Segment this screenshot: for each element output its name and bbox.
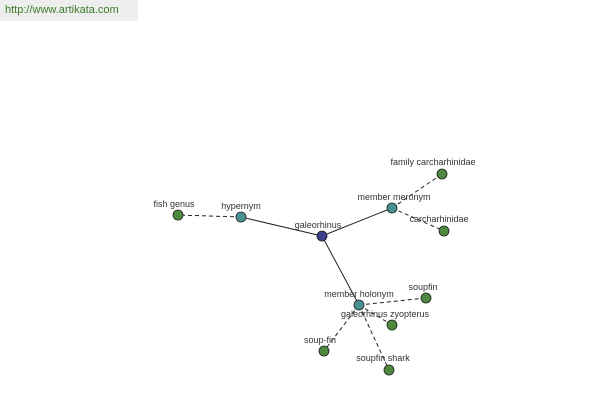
node-label-galeorhinus[interactable]: galeorhinus [295,220,342,230]
node-soup-fin[interactable] [318,345,330,357]
node-label-carcharhinidae[interactable]: carcharhinidae [409,214,468,224]
node-soupfin[interactable] [420,292,432,304]
node-label-soupfin-shark[interactable]: soupfin shark [356,353,410,363]
site-url-link[interactable]: http://www.artikata.com [5,4,119,16]
edge-galeorhinus-to-hypernym [240,216,323,237]
node-label-member-meronym[interactable]: member meronym [357,192,430,202]
edge-member-holonym-to-soupfin-shark [358,304,390,371]
node-galeorhinus-zyopterus[interactable] [386,319,398,331]
edge-member-meronym-to-family-carcharhinidae [391,173,443,209]
node-label-fish-genus[interactable]: fish genus [153,199,195,209]
edge-member-meronym-to-carcharhinidae [391,207,445,232]
edge-galeorhinus-to-member-meronym [321,207,393,237]
node-label-family-carcharhinidae[interactable]: family carcharhinidae [390,157,475,167]
edge-member-holonym-to-soup-fin [323,304,360,352]
node-member-holonym[interactable] [353,299,365,311]
edge-member-holonym-to-soupfin [358,297,427,306]
node-fish-genus[interactable] [172,209,184,221]
edge-hypernym-to-fish-genus [177,214,242,218]
node-carcharhinidae[interactable] [438,225,450,237]
node-galeorhinus[interactable] [316,230,328,242]
node-label-soupfin[interactable]: soupfin [408,282,437,292]
node-label-galeorhinus-zyopterus[interactable]: galeorhinus zyopterus [341,309,430,319]
node-member-meronym[interactable] [386,202,398,214]
node-label-soup-fin[interactable]: soup-fin [304,335,336,345]
edges-layer [177,173,445,371]
nodes-layer: galeorhinus hypernym member meronym member … [153,157,476,376]
node-label-hypernym[interactable]: hypernym [221,201,261,211]
node-soupfin-shark[interactable] [383,364,395,376]
node-hypernym[interactable] [235,211,247,223]
edge-galeorhinus-to-member-holonym [321,235,360,306]
node-family-carcharhinidae[interactable] [436,168,448,180]
node-label-member-holonym[interactable]: member holonym [324,289,394,299]
url-bar: http://www.artikata.com [0,0,138,21]
